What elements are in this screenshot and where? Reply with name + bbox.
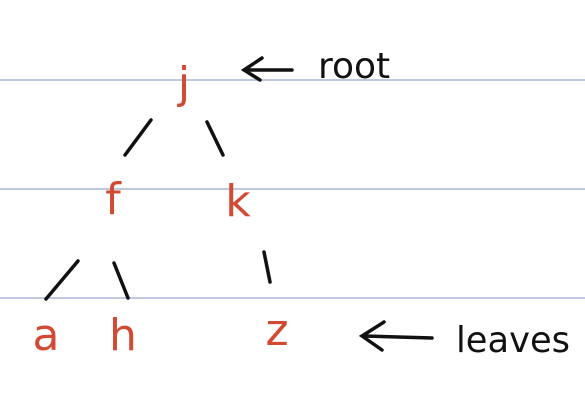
node-leaf-a: a xyxy=(33,310,60,361)
leaves-label: leaves xyxy=(456,320,570,361)
edge-j-k xyxy=(205,120,225,157)
node-f: f xyxy=(105,174,122,225)
root-label: root xyxy=(318,46,390,87)
left-arrow-icon xyxy=(358,320,434,352)
edge-f-a xyxy=(44,259,80,301)
node-root-j: j xyxy=(177,58,190,109)
edge-f-h xyxy=(112,261,130,300)
node-leaf-z: z xyxy=(265,305,288,356)
edge-k-z xyxy=(262,250,272,284)
edge-j-f xyxy=(123,118,153,157)
left-arrow-icon xyxy=(240,56,294,82)
node-leaf-h: h xyxy=(109,310,137,361)
node-k: k xyxy=(225,176,251,227)
